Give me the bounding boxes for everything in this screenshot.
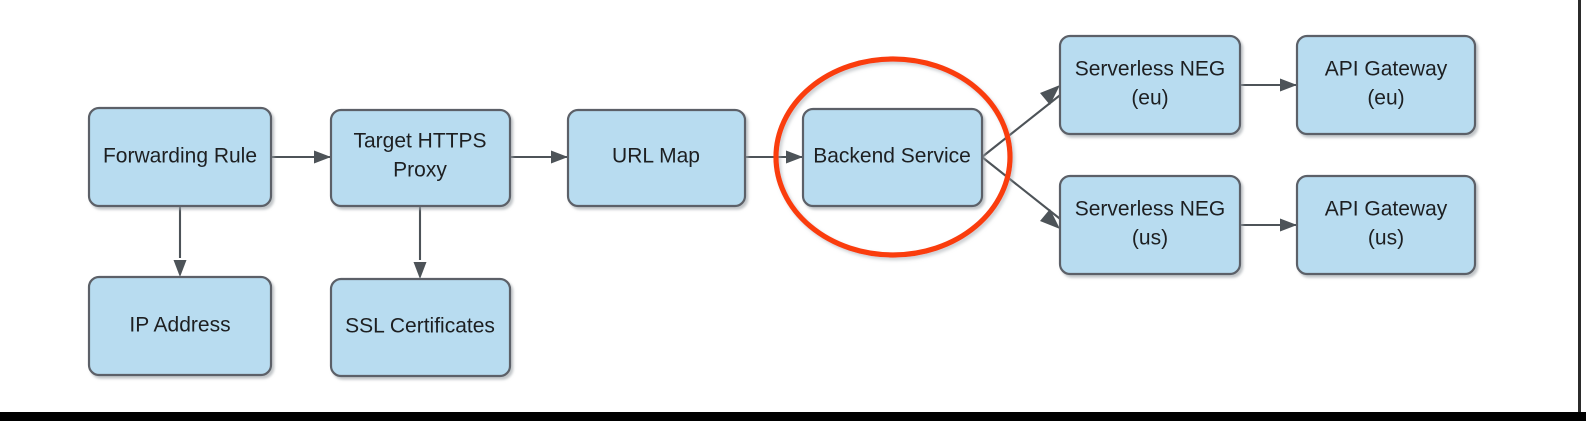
node-label-target-https-proxy-line2: Proxy: [393, 159, 447, 182]
node-url-map[interactable]: URL Map: [566, 108, 747, 208]
node-label-forwarding-rule: Forwarding Rule: [103, 145, 257, 168]
edge-backend-service-to-serverless-neg-us: [981, 156, 1065, 229]
node-forwarding-rule[interactable]: Forwarding Rule: [87, 106, 273, 208]
node-label-api-gateway-us-line1: API Gateway: [1325, 198, 1448, 221]
node-api-gateway-eu[interactable]: API Gateway (eu): [1295, 34, 1477, 136]
node-label-serverless-neg-eu-line2: (eu): [1131, 87, 1168, 110]
node-label-backend-service: Backend Service: [813, 145, 971, 168]
arrowhead-icon: [1040, 85, 1060, 105]
node-backend-service[interactable]: Backend Service: [801, 107, 984, 208]
arrowhead-icon: [1280, 218, 1297, 232]
node-layer: Forwarding Rule Target HTTPS Proxy URL M…: [87, 34, 1477, 378]
arrowhead-icon: [786, 150, 803, 164]
node-api-gateway-us[interactable]: API Gateway (us): [1295, 174, 1477, 276]
node-label-serverless-neg-us-line1: Serverless NEG: [1075, 198, 1226, 221]
arrowhead-icon: [413, 262, 427, 279]
node-label-ip-address: IP Address: [129, 314, 230, 337]
right-frame-edge: [1578, 0, 1581, 412]
node-label-serverless-neg-eu-line1: Serverless NEG: [1075, 58, 1226, 81]
node-label-serverless-neg-us-line2: (us): [1132, 227, 1168, 250]
node-label-api-gateway-eu-line2: (eu): [1367, 87, 1404, 110]
bottom-frame-bar: [0, 412, 1586, 421]
node-serverless-neg-us[interactable]: Serverless NEG (us): [1058, 174, 1242, 276]
node-serverless-neg-eu[interactable]: Serverless NEG (eu): [1058, 34, 1242, 136]
node-target-https-proxy[interactable]: Target HTTPS Proxy: [329, 108, 512, 208]
node-label-target-https-proxy-line1: Target HTTPS: [353, 130, 486, 153]
arrowhead-icon: [551, 150, 568, 164]
arrowhead-icon: [314, 150, 331, 164]
node-label-api-gateway-eu-line1: API Gateway: [1325, 58, 1448, 81]
arrowhead-icon: [1040, 209, 1060, 229]
arrowhead-icon: [173, 260, 187, 277]
edge-forwarding-rule-to-ip-address: [173, 206, 187, 277]
edge-target-https-proxy-to-ssl-certificates: [413, 206, 427, 279]
node-label-ssl-certificates: SSL Certificates: [345, 315, 495, 338]
edge-backend-service-to-serverless-neg-eu: [981, 85, 1065, 158]
arrowhead-icon: [1280, 78, 1297, 92]
backend-service-highlight-ellipse: [773, 56, 1013, 258]
node-label-url-map: URL Map: [612, 145, 700, 168]
node-label-api-gateway-us-line2: (us): [1368, 227, 1404, 250]
node-ip-address[interactable]: IP Address: [87, 275, 273, 377]
node-ssl-certificates[interactable]: SSL Certificates: [329, 277, 512, 378]
annotation-layer: [773, 56, 1013, 258]
